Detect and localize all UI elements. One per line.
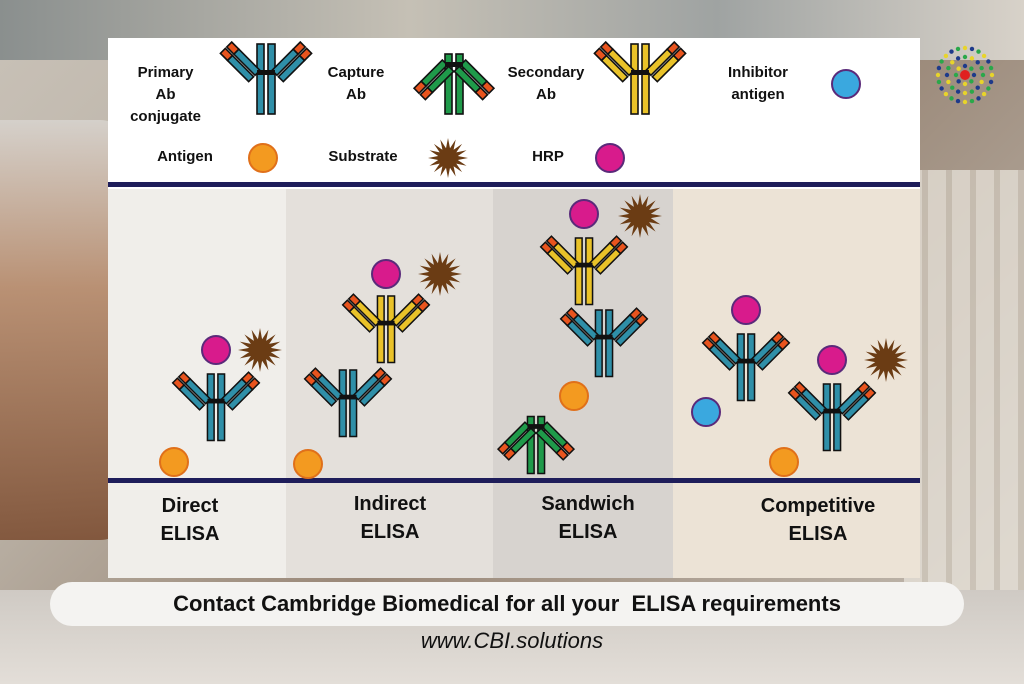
competitive-inhibitor xyxy=(691,397,721,427)
legend-primary-ab-icon xyxy=(219,40,313,115)
website-url[interactable]: www.CBI.solutions xyxy=(420,628,604,653)
contact-banner-text: Contact Cambridge Biomedical for all you… xyxy=(173,591,841,616)
column-competitive xyxy=(673,189,920,578)
method-direct-label: Direct ELISA xyxy=(160,495,220,545)
legend-inhibitor-icon xyxy=(831,69,861,99)
legend-substrate-label: Substrate xyxy=(328,148,398,165)
sandwich-substrate xyxy=(618,194,662,238)
method-indirect-label: Indirect ELISA xyxy=(353,493,427,543)
legend-antigen-icon xyxy=(248,143,278,173)
indirect-secondary-ab xyxy=(341,293,431,364)
legend-inhibitor-label: Inhibitor antigen xyxy=(728,64,788,103)
sandwich-antigen xyxy=(559,381,589,411)
competitive-hrp-2 xyxy=(817,345,847,375)
method-sandwich-label: Sandwich ELISA xyxy=(541,493,635,543)
indirect-antigen xyxy=(293,449,323,479)
sandwich-primary-ab xyxy=(559,307,649,378)
legend-secondary-ab-icon xyxy=(593,40,687,115)
column-sandwich xyxy=(493,189,673,578)
sandwich-hrp xyxy=(569,199,599,229)
legend-antigen-label: Antigen xyxy=(157,148,213,165)
direct-antigen xyxy=(159,447,189,477)
elisa-diagram-panel: Primary Ab conjugate Capture Ab Secondar… xyxy=(108,38,920,578)
method-competitive-label: Competitive ELISA xyxy=(760,495,876,545)
indirect-substrate xyxy=(418,252,462,296)
competitive-primary-ab-1 xyxy=(701,331,791,402)
competitive-substrate xyxy=(864,338,908,382)
legend-secondary-ab-label: Secondary Ab xyxy=(507,64,585,103)
competitive-antigen xyxy=(769,447,799,477)
indirect-primary-ab xyxy=(303,367,393,438)
background-tube-rack xyxy=(904,170,1024,630)
elisa-diagram-svg xyxy=(159,40,908,479)
legend-hrp-icon xyxy=(595,143,625,173)
sandwich-secondary-ab xyxy=(539,235,629,306)
contact-banner: Contact Cambridge Biomedical for all you… xyxy=(50,582,964,626)
legend-hrp-label: HRP xyxy=(532,148,564,165)
indirect-hrp xyxy=(371,259,401,289)
direct-substrate xyxy=(238,328,282,372)
direct-hrp xyxy=(201,335,231,365)
direct-primary-ab xyxy=(171,371,261,442)
legend-primary-ab-label: Primary Ab conjugate xyxy=(130,64,201,125)
method-divider xyxy=(108,478,920,483)
cbi-logo-icon xyxy=(935,45,995,105)
legend-capture-ab-icon xyxy=(412,53,496,115)
legend-divider xyxy=(108,182,920,187)
competitive-primary-ab-2 xyxy=(787,381,877,452)
competitive-hrp-1 xyxy=(731,295,761,325)
legend-substrate-icon xyxy=(428,138,468,178)
legend-capture-ab-label: Capture Ab xyxy=(327,64,385,103)
sandwich-capture-ab xyxy=(496,415,576,475)
